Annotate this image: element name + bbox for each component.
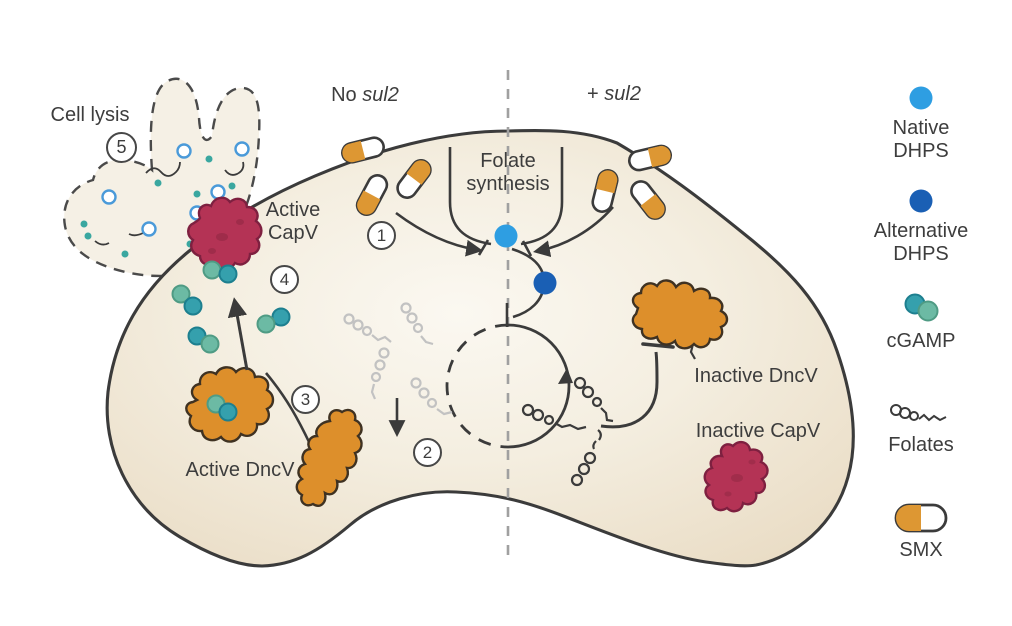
smx-pill	[591, 168, 620, 213]
legend-item-native-dhps: Native DHPS	[836, 85, 1006, 163]
active-capv-protein	[187, 196, 263, 270]
smx-inhibition-arrow-left	[395, 211, 484, 257]
smx-pill	[353, 174, 389, 219]
legend-label: DHPS	[893, 140, 949, 162]
smx-pill	[396, 156, 435, 199]
tbar-cap	[641, 342, 675, 349]
legend-label: Folates	[888, 434, 954, 456]
legend-label: SMX	[899, 539, 943, 561]
cell-membrane	[105, 128, 855, 568]
alternative-dhps-icon	[909, 189, 933, 213]
smx-pills	[340, 136, 673, 223]
legend-label: cGAMP	[886, 330, 956, 352]
cgamp-icon	[904, 293, 939, 322]
alternative-dhps-molecule	[533, 271, 557, 295]
funnel-right-arm	[520, 147, 564, 246]
folate-cycle-active-half	[507, 323, 571, 449]
tbar-stem	[600, 351, 659, 429]
faded-folate-chain	[343, 313, 392, 343]
faded-folate-chain	[410, 377, 453, 416]
active-dncv-protein	[295, 408, 363, 507]
smx-pill	[630, 180, 669, 223]
smx-pill	[627, 144, 673, 172]
folate-chain	[521, 403, 587, 431]
native-dhps-molecule	[494, 224, 518, 248]
legend-item-cgamp: cGAMP	[836, 292, 1006, 353]
smx-icon	[894, 503, 948, 533]
step-2-badge: 2	[413, 438, 442, 467]
folates-icon	[890, 404, 947, 422]
step-1-badge: 1	[367, 221, 396, 250]
faded-folate-chain	[370, 347, 390, 400]
step-5-badge: 5	[106, 132, 137, 163]
depleted-folates	[343, 302, 453, 416]
folate-chain	[573, 376, 614, 423]
plus-sul2-header: + sul2	[587, 83, 641, 105]
blocked-tick-right	[521, 240, 533, 257]
step-4-badge: 4	[270, 265, 299, 294]
inactive-capv-protein	[703, 440, 769, 513]
native-dhps-icon	[909, 86, 933, 110]
folate-cycle	[445, 323, 571, 449]
legend-item-smx: SMX	[836, 503, 1006, 562]
inactive-dncv-label: Inactive DncV	[694, 365, 818, 387]
cgamp-to-capv-arrow	[227, 297, 249, 371]
smx-pill	[340, 136, 385, 165]
no-sul2-header: No sul2	[331, 84, 399, 106]
folate-synthesis-label: Folate synthesis	[466, 150, 550, 195]
smx-inhibition-arrow-right	[533, 206, 614, 258]
legend-item-folates: Folates	[836, 398, 1006, 457]
folate-cycle-arrowhead	[558, 368, 573, 384]
folate-chain	[570, 429, 602, 487]
dncv-activation-curve	[265, 372, 312, 445]
legend-label: Alternative	[873, 220, 969, 242]
cell-lysis-label: Cell lysis	[50, 104, 130, 126]
released-molecule-squiggles	[94, 161, 245, 246]
active-capv-label: Active CapV	[265, 199, 321, 244]
legend-item-alternative-dhps: Alternative DHPS	[836, 188, 1006, 266]
cgamp-molecules	[171, 260, 291, 422]
legend-label: DHPS	[893, 243, 949, 265]
step-3-badge: 3	[291, 385, 320, 414]
faded-folate-chain	[400, 302, 434, 346]
folate-inhibition-tbar	[600, 342, 675, 429]
active-dncv-label: Active DncV	[185, 459, 295, 481]
inactive-capv-label: Inactive CapV	[695, 420, 821, 442]
inactive-dncv-protein	[631, 279, 729, 350]
folate-cycle-inactive-half	[445, 323, 509, 449]
released-teal-dots	[80, 155, 236, 258]
legend-label: Native	[892, 117, 950, 139]
